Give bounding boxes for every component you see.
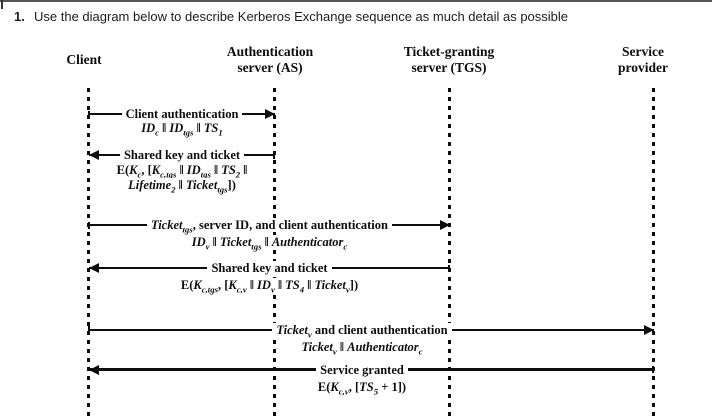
- top-rule: [0, 0, 712, 2]
- actor-as-line2: server (AS): [237, 60, 303, 75]
- question-number: 1.: [14, 9, 25, 24]
- message-2-formula-line2: Lifetime2 ‖ Tickettgs]): [89, 178, 275, 194]
- message-5-arrowhead-icon: [644, 325, 654, 335]
- actor-tgs-line1: Ticket-granting: [403, 44, 495, 59]
- message-3-arrowhead-icon: [440, 220, 450, 230]
- message-4-label: Shared key and ticket: [89, 260, 450, 276]
- message-5-label: Ticketv and client authentication: [89, 322, 635, 339]
- actor-header-as: Authentication server (AS): [200, 42, 340, 78]
- message-6-tail-tick: [652, 366, 654, 373]
- message-2-tail-tick: [273, 152, 275, 159]
- left-border-stub: [1, 0, 3, 9]
- message-2-formula-line1: E(Kc, [Kc,tgs ‖ IDtgs ‖ TS2 ‖: [89, 163, 275, 179]
- question-text: Use the diagram below to describe Kerber…: [34, 9, 569, 24]
- message-2-arrowhead-icon: [89, 150, 99, 160]
- message-5-tail-tick: [88, 326, 90, 333]
- message-6-formula: E(Kc,v, [TS5 + 1]): [89, 380, 635, 396]
- lifeline-sp: [652, 88, 655, 419]
- actor-header-sp: Service provider: [583, 42, 703, 78]
- actor-tgs-line2: server (TGS): [411, 60, 487, 75]
- lifeline-client: [87, 88, 90, 419]
- actor-client-line1: Client: [66, 52, 102, 67]
- actor-header-client: Client: [34, 42, 134, 78]
- message-4-arrowhead-icon: [89, 263, 99, 273]
- lifeline-tgs: [448, 88, 451, 419]
- message-3-formula: IDv ‖ Tickettgs ‖ Authenticatorc: [89, 235, 450, 251]
- message-3-label: Tickettgs, server ID, and client authent…: [89, 217, 450, 234]
- question-title: 1. Use the diagram below to describe Kerb…: [14, 8, 568, 25]
- message-1-formula: IDc ‖ IDtgs ‖ TS1: [89, 121, 275, 137]
- actor-header-tgs: Ticket-granting server (TGS): [379, 42, 519, 78]
- actor-sp-line2: provider: [618, 60, 668, 75]
- message-3-tail-tick: [88, 222, 90, 229]
- message-4-tail-tick: [448, 265, 450, 272]
- message-6-arrowhead-icon: [89, 365, 99, 375]
- actor-sp-line1: Service: [622, 44, 664, 59]
- message-1-tail-tick: [88, 111, 90, 118]
- message-6-label: Service granted: [89, 362, 635, 378]
- message-2-label: Shared key and ticket: [89, 147, 275, 163]
- lifeline-as: [273, 88, 276, 419]
- message-4-formula: E(Kc,tgs, [Kc,v ‖ IDv ‖ TS4 ‖ Ticketv]): [89, 278, 450, 294]
- message-1-arrowhead-icon: [265, 109, 275, 119]
- message-1-label: Client authentication: [89, 106, 275, 122]
- actor-as-line1: Authentication: [226, 44, 314, 59]
- message-5-formula: Ticketv ‖ Authenticatorc: [89, 340, 635, 356]
